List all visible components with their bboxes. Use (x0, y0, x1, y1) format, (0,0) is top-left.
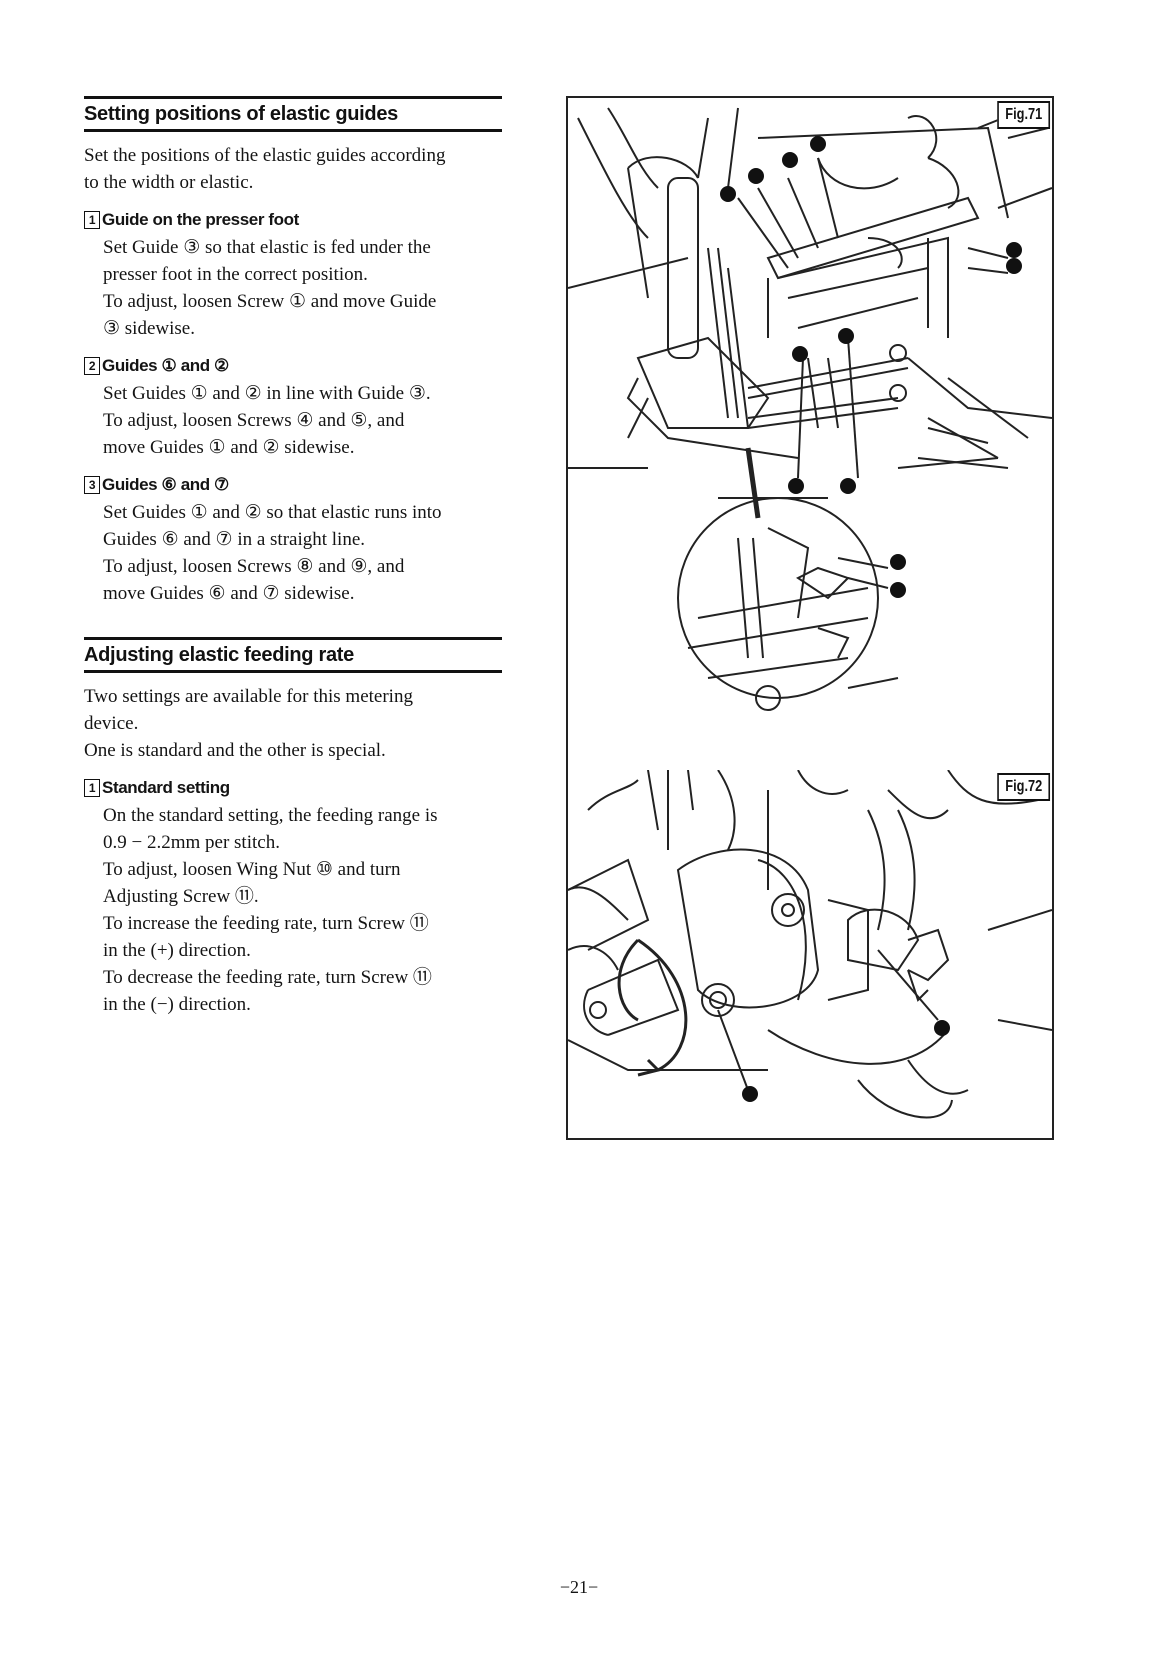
step-body: Set Guide ③ so that elastic is fed under… (84, 234, 502, 342)
text-line: Set Guide ③ so that elastic is fed under… (103, 237, 431, 258)
section1-intro: Set the positions of the elastic guides … (84, 142, 502, 196)
subheading-standard-setting: 1 Standard setting (84, 778, 502, 798)
text-line: Set Guides ① and ② so that elastic runs … (103, 502, 442, 523)
intro-line: Set the positions of the elastic guides … (84, 145, 446, 166)
section-heading-elastic-guides: Setting positions of elastic guides (84, 96, 502, 132)
text-line: To adjust, loosen Screws ④ and ⑤, and (103, 410, 405, 431)
subheading-guides-2: 2 Guides ① and ② (84, 356, 502, 376)
subheading-guides-3: 3 Guides ⑥ and ⑦ (84, 475, 502, 495)
fig71-illustration (568, 107, 1052, 711)
text-line: presser foot in the correct position. (103, 264, 368, 285)
text-line: ③ sidewise. (103, 318, 195, 339)
text-line: To increase the feeding rate, turn Screw… (103, 913, 429, 934)
text-line: move Guides ⑥ and ⑦ sidewise. (103, 583, 355, 604)
step-number-box: 1 (84, 211, 100, 229)
step-text: Set Guide ③ so that elastic is fed under… (103, 234, 502, 342)
text-line: To decrease the feeding rate, turn Screw… (103, 967, 432, 988)
step-text: Set Guides ① and ② in line with Guide ③.… (103, 380, 502, 461)
intro-line: One is standard and the other is special… (84, 740, 386, 761)
text-line: move Guides ① and ② sidewise. (103, 437, 355, 458)
text-line: Adjusting Screw ⑪. (103, 886, 259, 907)
fig72-label: Fig.72 (997, 773, 1050, 801)
text-line: To adjust, loosen Screw ① and move Guide (103, 291, 437, 312)
step-body: Set Guides ① and ② in line with Guide ③.… (84, 380, 502, 461)
section2-intro: Two settings are available for this mete… (84, 683, 502, 764)
text-line: To adjust, loosen Screws ⑧ and ⑨, and (103, 556, 405, 577)
text-column: Setting positions of elastic guides Set … (84, 96, 502, 1018)
step-text: Set Guides ① and ② so that elastic runs … (103, 499, 502, 607)
text-line: Set Guides ① and ② in line with Guide ③. (103, 383, 431, 404)
page-number: −21− (559, 1577, 599, 1597)
subheading-title: Standard setting (102, 778, 230, 797)
step-text: On the standard setting, the feeding ran… (103, 802, 502, 1018)
text-line: 0.9 − 2.2mm per stitch. (103, 832, 280, 853)
step-number-box: 2 (84, 357, 100, 375)
figure-72: Fig.72 (566, 770, 1054, 1140)
text-line: Guides ⑥ and ⑦ in a straight line. (103, 529, 366, 550)
intro-line: Two settings are available for this mete… (84, 686, 413, 707)
section-gap (84, 607, 502, 637)
step-body: Set Guides ① and ② so that elastic runs … (84, 499, 502, 607)
text-line: in the (−) direction. (103, 994, 251, 1015)
text-line: To adjust, loosen Wing Nut ⑩ and turn (103, 859, 401, 880)
subheading-title: Guide on the presser foot (102, 210, 299, 229)
subheading-title: Guides ① and ② (102, 356, 229, 375)
fig72-illustration (568, 770, 1052, 1119)
step-body: On the standard setting, the feeding ran… (84, 802, 502, 1018)
intro-line: to the width or elastic. (84, 172, 254, 193)
subheading-guide-presser-foot: 1 Guide on the presser foot (84, 210, 502, 230)
section-heading-feeding-rate: Adjusting elastic feeding rate (84, 637, 502, 673)
fig71-label: Fig.71 (997, 101, 1050, 129)
step-number-box: 3 (84, 476, 100, 494)
figure-71: Fig.71 (566, 96, 1054, 774)
step-number-box: 1 (84, 779, 100, 797)
intro-line: device. (84, 713, 139, 734)
subheading-title: Guides ⑥ and ⑦ (102, 475, 229, 494)
text-line: in the (+) direction. (103, 940, 251, 961)
text-line: On the standard setting, the feeding ran… (103, 805, 438, 826)
